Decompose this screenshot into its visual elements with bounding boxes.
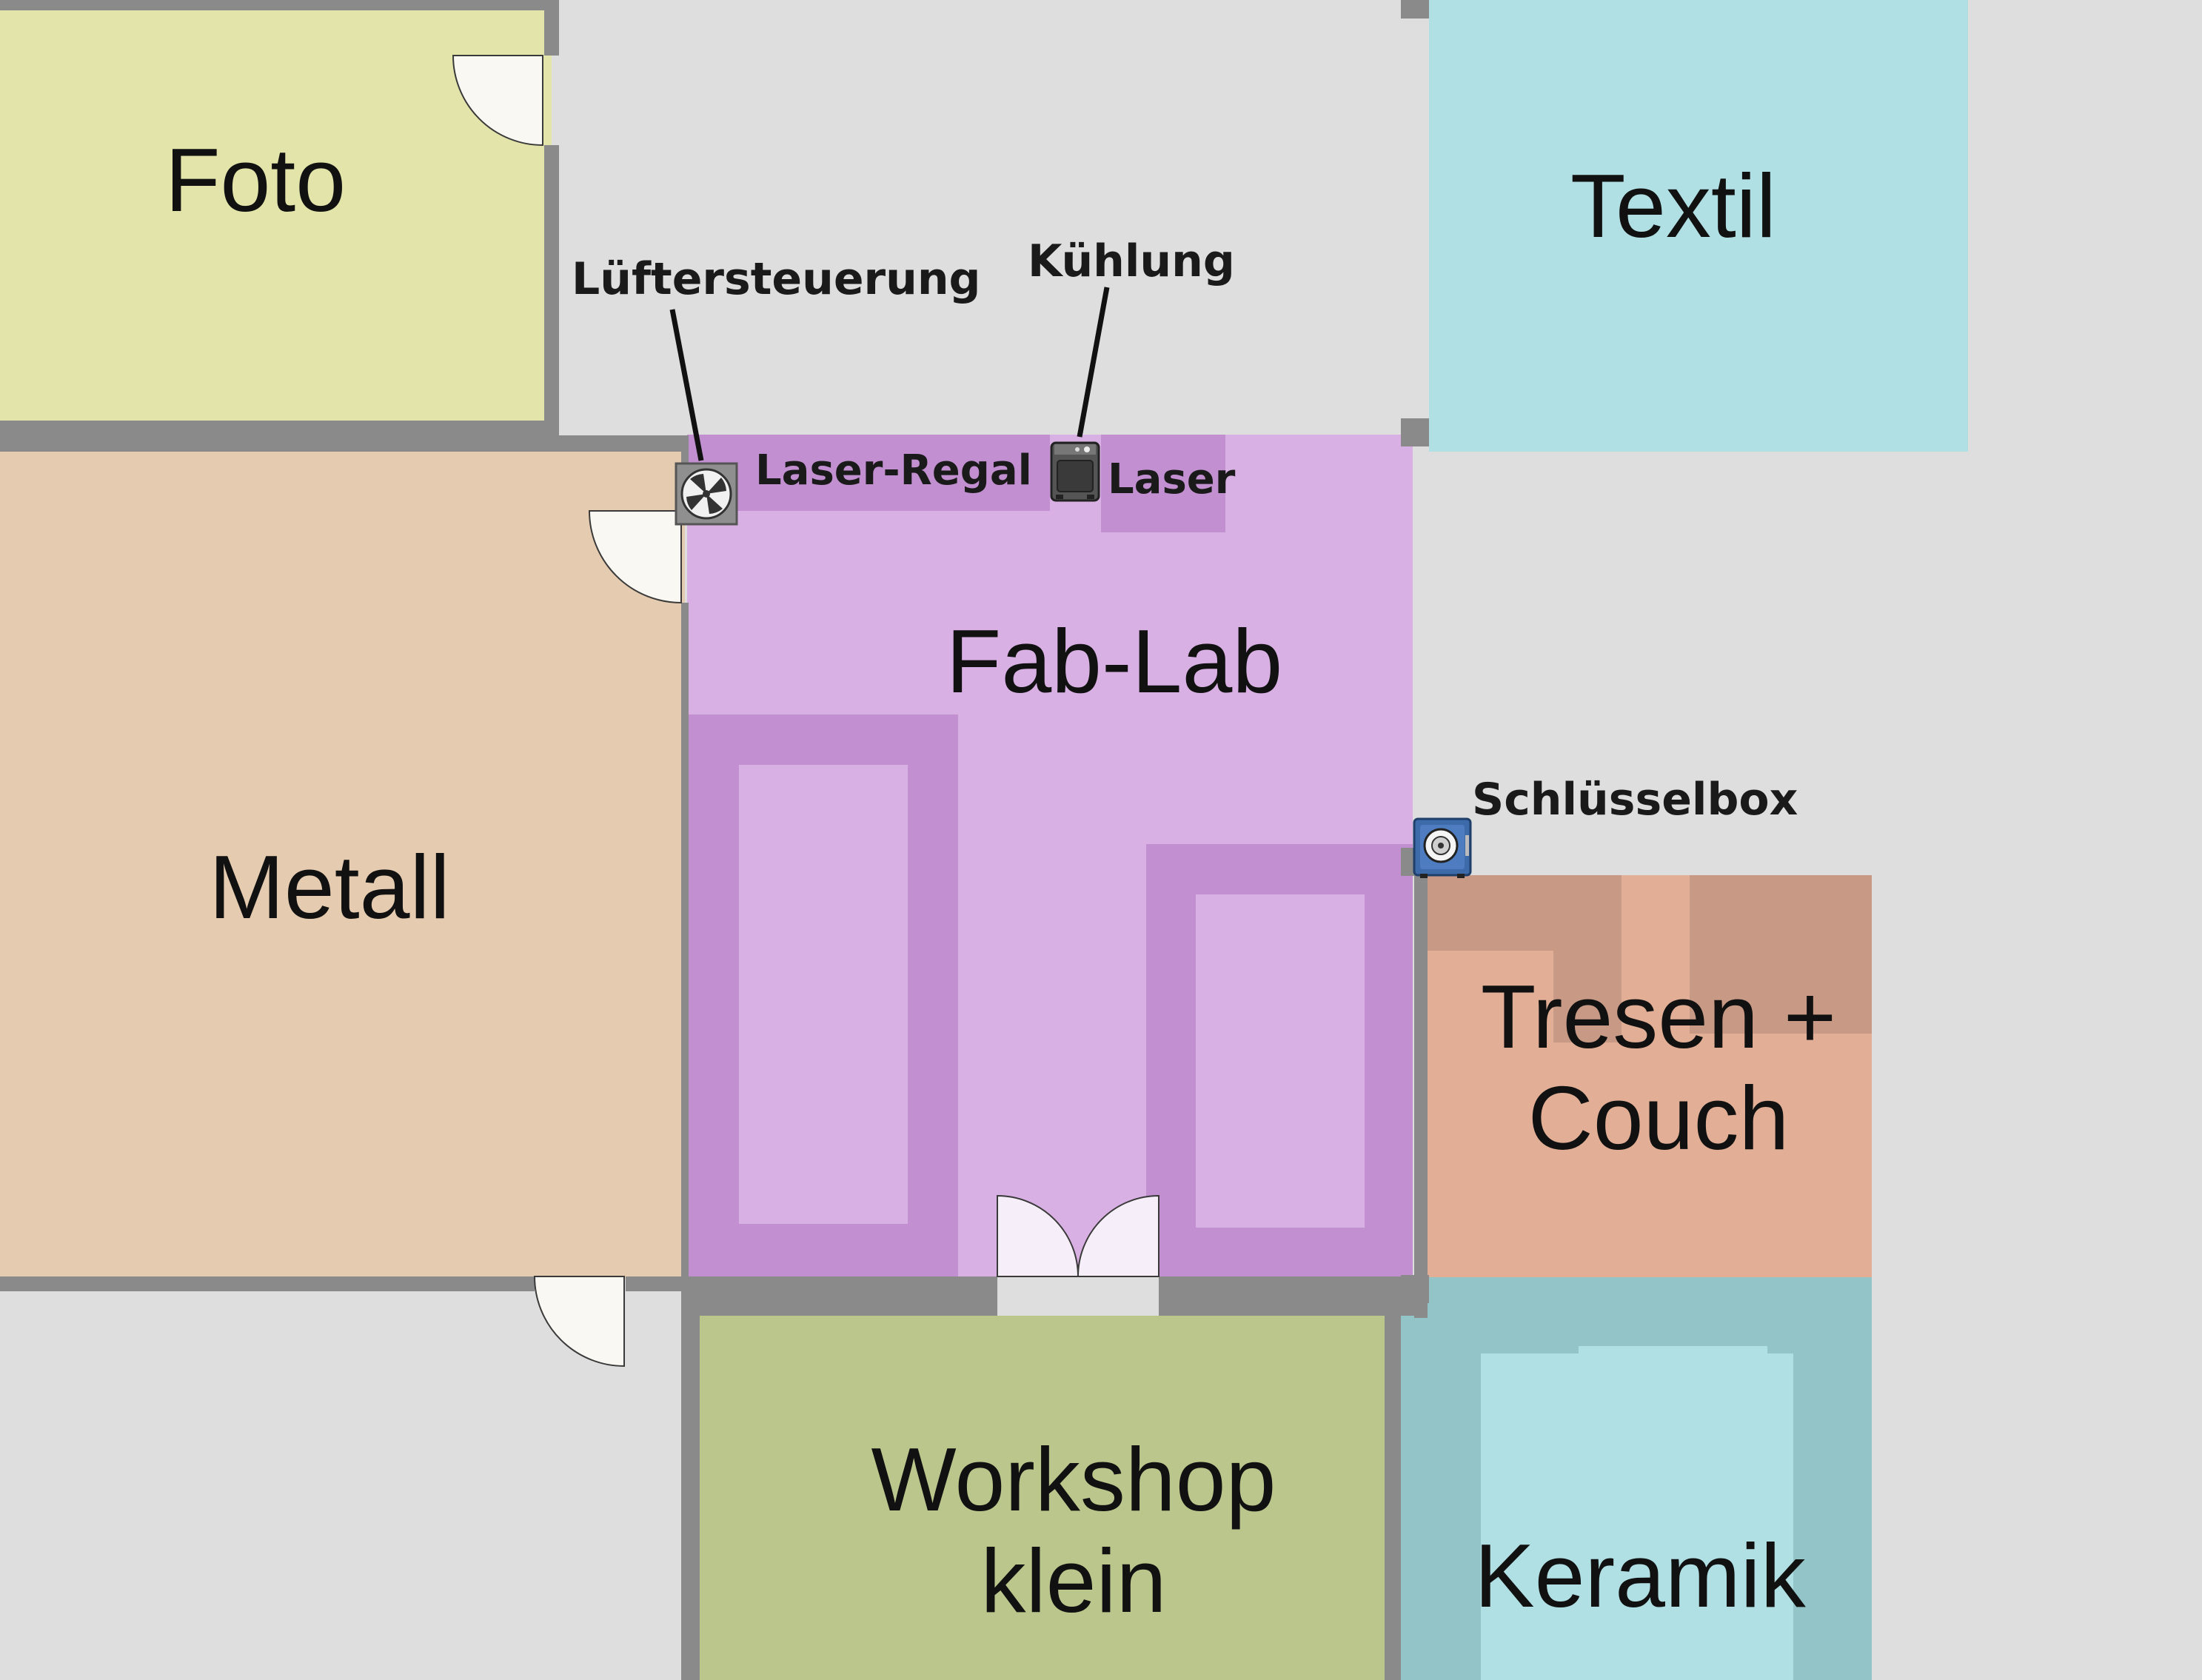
wall-foto-right-upper xyxy=(544,0,559,56)
room-metall[interactable] xyxy=(0,449,685,1279)
ceramics-table xyxy=(1481,1353,1793,1680)
counter-left-low xyxy=(1553,951,1622,1043)
room-label-tresen: Tresen + Couch xyxy=(1480,966,1837,1168)
room-label-keramik: Keramik xyxy=(1474,1525,1806,1626)
door-metall[interactable] xyxy=(588,510,682,604)
door-fablab-left[interactable] xyxy=(997,1194,1080,1277)
key-box-icon[interactable] xyxy=(1413,817,1472,878)
fan-icon[interactable] xyxy=(675,462,738,526)
wall-workshop-left xyxy=(681,1276,700,1680)
wall-fablab-bottom-left xyxy=(681,1276,997,1316)
workbench-left-top xyxy=(739,765,908,1224)
wall-pillar-mid xyxy=(1401,418,1429,446)
wall-fablab-bottom-right xyxy=(1159,1276,1427,1316)
label-laser-regal: Laser-Regal xyxy=(755,446,1032,495)
room-label-textil: Textil xyxy=(1570,155,1776,256)
room-workshop[interactable] xyxy=(700,1316,1385,1680)
wall-metall-right-lower xyxy=(681,603,689,1278)
wall-corridor-top xyxy=(0,435,689,452)
room-label-fablab: Fab-Lab xyxy=(946,611,1283,712)
label-fan-control: Lüftersteuerung xyxy=(572,253,981,305)
door-foto[interactable] xyxy=(452,55,543,147)
laser-cutter-icon[interactable] xyxy=(1050,441,1100,502)
counter-right xyxy=(1690,875,1872,1034)
wall-foto-right-lower xyxy=(544,145,559,435)
doorway-fablab-workshop xyxy=(997,1276,1159,1316)
room-textil[interactable] xyxy=(1429,0,1968,452)
counter-left xyxy=(1428,875,1622,951)
wall-metall-bottom-left xyxy=(0,1276,535,1291)
wall-metall-bottom-right xyxy=(626,1276,692,1291)
leader-cooling xyxy=(1077,287,1110,438)
label-key-box: Schlüsselbox xyxy=(1472,774,1798,826)
wall-pillar-bottom xyxy=(1401,1275,1429,1303)
laser-table xyxy=(1101,435,1225,532)
room-label-metall: Metall xyxy=(209,837,450,937)
wall-foto-bottom xyxy=(0,421,559,435)
label-cooling: Kühlung xyxy=(1028,235,1235,287)
ceramics-table-notch xyxy=(1579,1346,1767,1355)
door-fablab-right[interactable] xyxy=(1077,1194,1159,1277)
door-metall-bottom[interactable] xyxy=(533,1276,625,1368)
label-laser: Laser xyxy=(1108,455,1236,503)
wall-workshop-right xyxy=(1385,1316,1401,1680)
leader-fan-control xyxy=(669,309,704,461)
laser-shelf xyxy=(687,435,1050,511)
wall-fablab-right xyxy=(1414,844,1428,1318)
room-label-workshop: Workshop klein xyxy=(871,1429,1276,1631)
wall-foto-top xyxy=(0,0,559,10)
wall-pillar-top xyxy=(1401,0,1429,19)
workbench-right-top xyxy=(1196,894,1365,1228)
room-label-foto: Foto xyxy=(164,130,347,230)
